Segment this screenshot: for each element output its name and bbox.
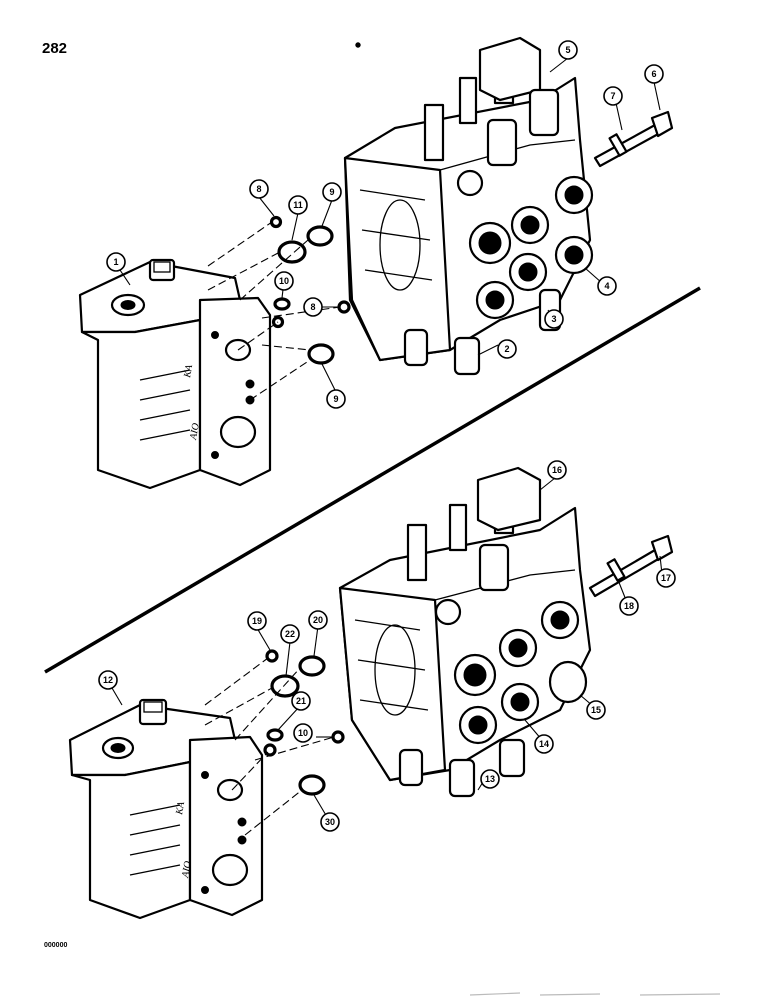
- callout-7: 7: [603, 86, 623, 106]
- callout-10: 10: [274, 271, 294, 291]
- inlet-housing-bottom: KA AIO: [68, 698, 264, 920]
- control-valve-stack-bottom: [338, 466, 674, 798]
- callout-20: 20: [308, 610, 328, 630]
- callout-9b: 9: [326, 389, 346, 409]
- control-valve-stack-top: [343, 36, 674, 376]
- callout-2: 2: [497, 339, 517, 359]
- callout-18: 18: [619, 596, 639, 616]
- svg-text:2: 2: [504, 344, 509, 354]
- ink-speck: [355, 42, 361, 48]
- svg-text:30: 30: [325, 817, 335, 827]
- callout-12: 12: [98, 670, 118, 690]
- callout-13: 13: [480, 769, 500, 789]
- callout-10b: 10: [293, 723, 313, 743]
- svg-text:8: 8: [256, 184, 261, 194]
- svg-text:11: 11: [293, 200, 303, 210]
- svg-text:1: 1: [113, 257, 118, 267]
- callouts-bottom: 12 13 14 15 16 17 18 19 20 21 10 22 30: [98, 460, 676, 832]
- divider-line: [44, 286, 701, 674]
- casting-mark-aio-top: AIO: [188, 422, 202, 441]
- svg-text:5: 5: [565, 45, 570, 55]
- svg-text:14: 14: [539, 739, 549, 749]
- callout-4: 4: [597, 276, 617, 296]
- bottom-assembly: KA AIO: [68, 466, 674, 920]
- svg-text:9: 9: [333, 394, 338, 404]
- top-assembly: KA AIO: [78, 36, 674, 490]
- callout-5: 5: [558, 40, 578, 60]
- callout-17: 17: [656, 568, 676, 588]
- svg-text:15: 15: [591, 705, 601, 715]
- callout-9: 9: [322, 182, 342, 202]
- o-rings-top: [269, 215, 351, 365]
- callout-6: 6: [644, 64, 664, 84]
- callout-22: 22: [280, 624, 300, 644]
- svg-text:3: 3: [551, 314, 556, 324]
- svg-text:19: 19: [252, 616, 262, 626]
- callout-8: 8: [249, 179, 269, 199]
- scan-edge-marks: [469, 992, 721, 996]
- callout-21: 21: [291, 691, 311, 711]
- callout-15: 15: [586, 700, 606, 720]
- svg-text:17: 17: [661, 573, 671, 583]
- svg-text:10: 10: [279, 276, 289, 286]
- callout-11: 11: [288, 195, 308, 215]
- callout-3: 3: [544, 309, 564, 329]
- callout-16: 16: [547, 460, 567, 480]
- svg-text:7: 7: [610, 91, 615, 101]
- svg-text:20: 20: [313, 615, 323, 625]
- page-number: 282: [42, 40, 68, 57]
- svg-text:4: 4: [604, 281, 609, 291]
- svg-text:10: 10: [298, 728, 308, 738]
- svg-text:9: 9: [329, 187, 334, 197]
- callout-14: 14: [534, 734, 554, 754]
- svg-text:18: 18: [624, 601, 634, 611]
- figure-code: 000000: [44, 942, 67, 949]
- svg-text:12: 12: [103, 675, 113, 685]
- casting-mark-aio-bottom: AIO: [180, 860, 194, 879]
- callouts-top: 1 2 3 4 5 6 7 8 9 10 11 8 9: [106, 40, 664, 409]
- casting-mark-ka-bottom: KA: [174, 800, 187, 816]
- svg-text:6: 6: [651, 69, 656, 79]
- svg-text:21: 21: [296, 696, 306, 706]
- callout-8b: 8: [303, 297, 323, 317]
- casting-mark-ka-top: KA: [182, 363, 195, 379]
- callout-1: 1: [106, 252, 126, 272]
- callout-30: 30: [320, 812, 340, 832]
- inlet-housing-top: KA AIO: [78, 258, 272, 490]
- svg-text:8: 8: [310, 302, 315, 312]
- svg-text:13: 13: [485, 774, 495, 784]
- o-rings-bottom: [263, 649, 345, 796]
- svg-text:16: 16: [552, 465, 562, 475]
- svg-text:22: 22: [285, 629, 295, 639]
- callout-19: 19: [247, 611, 267, 631]
